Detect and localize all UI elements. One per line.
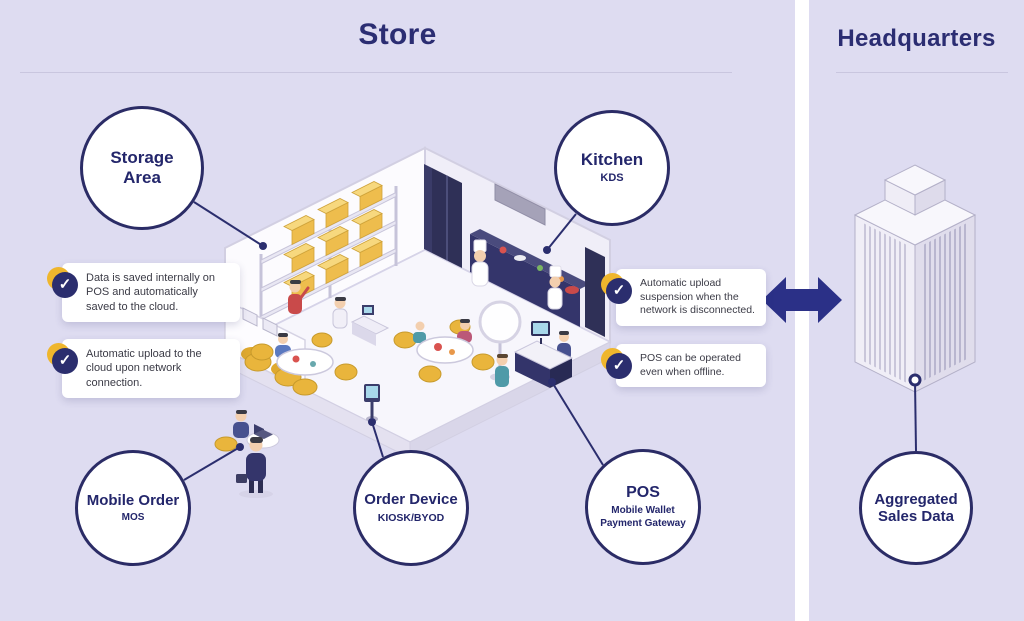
mobile-order-sublabel: MOS xyxy=(121,511,145,523)
storage-boxes xyxy=(283,181,383,302)
chef-figure-2 xyxy=(547,265,563,310)
kitchen-connector-dot xyxy=(543,246,551,254)
order-device-connector-dot xyxy=(368,418,376,426)
headquarters-title-divider xyxy=(836,72,1008,73)
aggregated-sales-data-node: Aggregated Sales Data xyxy=(859,451,973,565)
order-device-node: Order Device KIOSK/BYOD xyxy=(353,450,469,566)
store-title: Store xyxy=(358,18,437,51)
sync-arrow-icon xyxy=(762,277,842,323)
order-device-connector xyxy=(371,421,384,458)
check-icon: ✓ xyxy=(601,273,633,305)
pos-node: POS Mobile Wallet Payment Gateway xyxy=(585,449,701,565)
check-icon: ✓ xyxy=(47,267,79,299)
pos-label: POS xyxy=(626,483,660,501)
pos-connector xyxy=(551,381,604,466)
dining-table-1 xyxy=(250,332,358,396)
wall-picture xyxy=(242,307,258,327)
kitchen-node: Kitchen KDS xyxy=(554,110,670,226)
headquarters-title: Headquarters xyxy=(837,25,996,52)
store-illustration xyxy=(214,146,612,498)
order-device-sublabel: KIOSK/BYOD xyxy=(377,511,445,524)
callout-auto-upload: ✓ Automatic upload to the cloud upon net… xyxy=(47,339,240,398)
callout-text: Automatic upload suspension when the net… xyxy=(640,277,755,317)
callout-text: Automatic upload to the cloud upon netwo… xyxy=(86,348,202,389)
dining-table-2 xyxy=(393,319,495,383)
storage-worker-figure xyxy=(288,280,310,314)
kitchen-sublabel: KDS xyxy=(600,172,624,185)
check-glyph: ✓ xyxy=(52,348,78,374)
check-icon: ✓ xyxy=(47,343,79,375)
building-rooftop xyxy=(883,164,947,216)
check-icon: ✓ xyxy=(601,348,633,380)
callout-offline-operation: ✓ POS can be operated even when offline. xyxy=(601,344,766,388)
callout-pos-internal-save: ✓ Data is saved internally on POS and au… xyxy=(47,263,240,322)
chef-figure xyxy=(471,239,489,287)
range-hood xyxy=(494,183,546,226)
mobile-order-connector xyxy=(183,446,241,481)
storage-computer-station xyxy=(332,297,390,346)
mobile-order-label: Mobile Order xyxy=(86,491,180,509)
businessman-figure xyxy=(236,437,273,498)
laptop-customer xyxy=(214,410,280,452)
connector-lines xyxy=(183,201,922,481)
callout-upload-suspension: ✓ Automatic upload suspension when the n… xyxy=(601,269,766,326)
check-glyph: ✓ xyxy=(52,272,78,298)
kitchen-label: Kitchen xyxy=(580,149,644,169)
kitchen-connector xyxy=(546,213,577,251)
storage-area-label: Storage Area xyxy=(110,148,174,187)
storage-area-node: Storage Area xyxy=(80,106,204,230)
order-device-label: Order Device xyxy=(364,491,458,509)
aggregated-sales-data-label: Aggregated Sales Data xyxy=(874,490,958,525)
pos-connector-dot xyxy=(548,378,556,386)
kitchen-cabinet xyxy=(585,247,605,337)
mobile-order-node: Mobile Order MOS xyxy=(75,450,191,566)
pos-sublabel: Mobile Wallet Payment Gateway xyxy=(600,505,686,529)
wall-picture xyxy=(262,317,278,337)
store-title-divider xyxy=(20,72,732,73)
storage-connector-dot xyxy=(259,242,267,250)
callout-text: POS can be operated even when offline. xyxy=(640,352,741,378)
callout-text: Data is saved internally on POS and auto… xyxy=(86,272,216,313)
storage-connector xyxy=(193,201,264,247)
check-glyph: ✓ xyxy=(606,353,632,379)
mobile-order-connector-dot xyxy=(236,443,244,451)
hq-building-illustration xyxy=(853,164,977,393)
kitchen-fridge xyxy=(424,164,462,268)
building-connector-dot xyxy=(908,373,922,387)
aggregated-connector xyxy=(914,380,917,452)
check-glyph: ✓ xyxy=(606,278,632,304)
